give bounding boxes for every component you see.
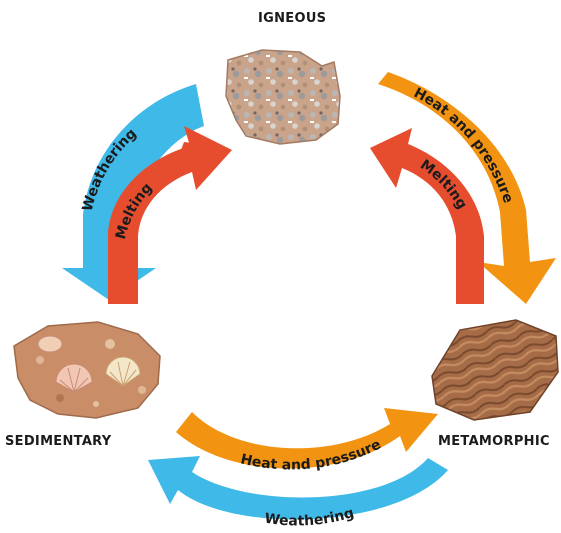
igneous-rock-image bbox=[226, 50, 340, 144]
metamorphic-rock-image bbox=[432, 320, 558, 420]
sedimentary-rock-image bbox=[14, 322, 160, 418]
sedimentary-label: SEDIMENTARY bbox=[5, 434, 112, 449]
melting-arrow-right bbox=[370, 128, 484, 304]
igneous-label: IGNEOUS bbox=[258, 11, 326, 26]
metamorphic-label: METAMORPHIC bbox=[438, 434, 550, 449]
